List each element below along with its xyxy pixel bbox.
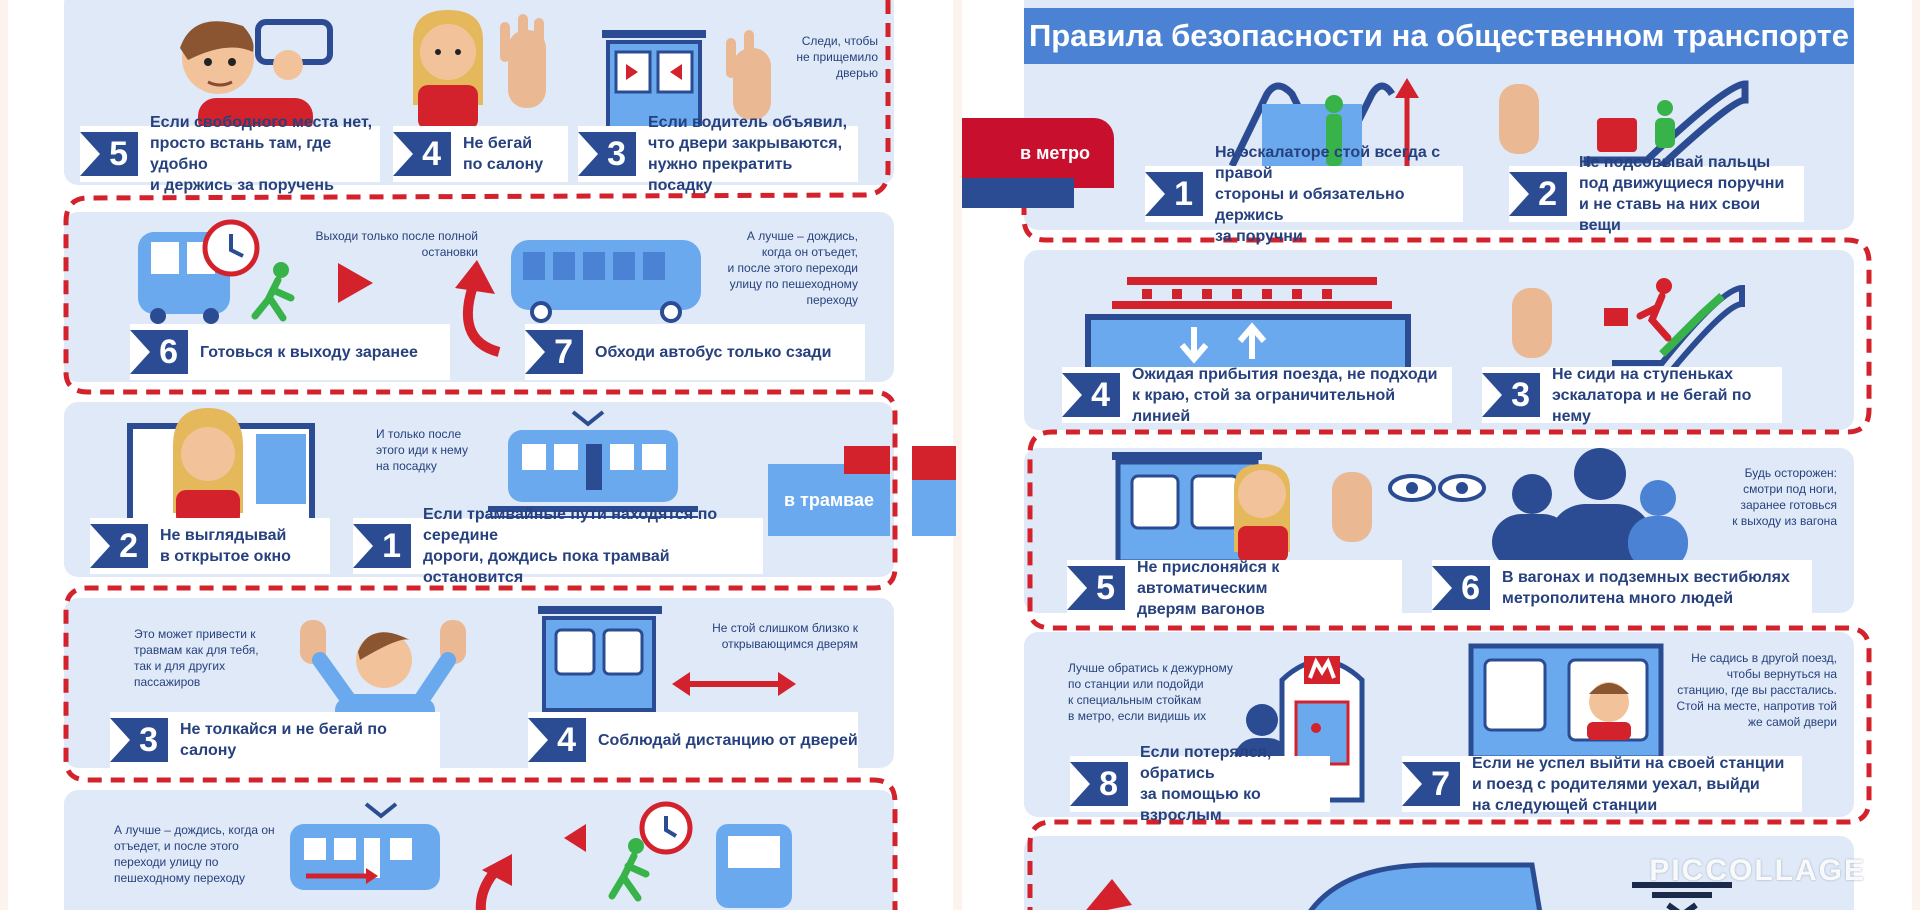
rule-text: Не прислоняйся к автоматическим дверям в…: [1137, 558, 1280, 618]
rule-number-badge: 7: [1402, 762, 1460, 806]
rule-number-badge: 2: [90, 524, 148, 568]
rule-4-bus-no-running: 4 Не бегай по салону: [393, 126, 568, 182]
rule-number-badge: 3: [578, 132, 636, 176]
rule-3-escalator-steps: 3 Не сиди на ступеньках эскалатора и не …: [1482, 366, 1782, 425]
rule-text: Если трамвайные пути находятся по середи…: [423, 506, 718, 586]
note-careful: Будь осторожен: смотри под ноги, заранее…: [1732, 466, 1837, 528]
rule-number-badge: 7: [525, 330, 583, 374]
rule-number-badge: 5: [80, 132, 138, 176]
rule-7-missed-station: 7 Если не успел выйти на своей станции и…: [1402, 755, 1802, 814]
rule-4-keep-distance: 4 Соблюдай дистанцию от дверей: [528, 712, 858, 768]
metro-section-tag: в метро: [962, 118, 1114, 188]
bus-rear-walk-illustration: [455, 240, 701, 357]
rule-text: В вагонах и подземных вестибюлях метропо…: [1502, 569, 1790, 607]
rule-7-walk-behind-bus: 7 Обходи автобус только сзади: [525, 324, 865, 380]
rule-6-prepare-exit: 6 Готовься к выходу заранее: [130, 324, 450, 380]
page-title: Правила безопасности на общественном тра…: [1024, 8, 1854, 64]
rule-text: Если свободного места нет, просто встань…: [150, 114, 373, 194]
note-staff: Лучше обратись к дежурному по станции ил…: [1068, 661, 1233, 723]
rule-number-badge: 6: [130, 330, 188, 374]
rule-number-badge: 5: [1067, 566, 1125, 610]
crowd-eyes-illustration: [1388, 448, 1688, 570]
tram-section-tag: в трамвае: [768, 464, 890, 536]
tram-doors-distance-illustration: [538, 606, 796, 712]
note-distance: Не стой слишком близко к открывающимся д…: [712, 621, 858, 651]
girl-at-window-illustration: [127, 408, 315, 526]
rule-number-badge: 6: [1432, 566, 1490, 610]
rule-5-automatic-doors: 5 Не прислоняйся к автоматическим дверям…: [1067, 559, 1402, 618]
note-wait-tram: А лучше – дождись, когда он отъедет, и п…: [114, 823, 275, 885]
escalator-handrail-illustration: [1499, 80, 1749, 174]
rule-text: Ожидая прибытия поезда, не подходи к кра…: [1132, 365, 1438, 425]
escalator-no-sitting-illustration: [1512, 278, 1745, 372]
rule-text: Если не успел выйти на своей станции и п…: [1472, 754, 1785, 814]
rule-text: Если потерялся, обратись за помощью ко в…: [1140, 744, 1272, 824]
train-doors-girl-illustration: [1112, 452, 1372, 565]
tram-rear-walk-illustration: [290, 801, 792, 910]
rule-text: Обходи автобус только сзади: [595, 343, 832, 361]
bus-doors-illustration: [602, 30, 771, 136]
rule-number-badge: 3: [110, 718, 168, 762]
note-boarding: И только после этого иди к нему на посад…: [376, 427, 469, 473]
rule-2-no-leaning-out: 2 Не выглядывай в открытое окно: [90, 518, 330, 574]
rule-text: Не бегай по салону: [463, 135, 544, 173]
rule-4-platform-edge: 4 Ожидая прибытия поезда, не подходи к к…: [1062, 366, 1452, 425]
note-stay: Не садись в другой поезд, чтобы вернутьс…: [1676, 651, 1837, 729]
boy-in-train-window-illustration: [1468, 643, 1664, 761]
bus-exit-illustration: [138, 219, 373, 324]
rule-2-handrail-fingers: 2 Не подсовывай пальцы под движущиеся по…: [1509, 154, 1804, 234]
rule-5-bus-seat: 5 Если свободного места нет, просто вста…: [80, 114, 380, 194]
panel-connector-blue: [912, 480, 956, 536]
metro-tag-accent: [962, 178, 1074, 208]
rule-8-ask-adults: 8 Если потерялся, обратись за помощью ко…: [1070, 744, 1330, 824]
note-doors: Следи, чтобы не прищемило дверью: [796, 34, 878, 80]
metro-train-bottom-illustration: [1086, 862, 1732, 910]
rule-1-wait-tram-stop: 1 Если трамвайные пути находятся по сере…: [353, 506, 763, 586]
rule-number-badge: 4: [1062, 373, 1120, 417]
right-infographic-panel: Правила безопасности на общественном тра…: [962, 0, 1912, 910]
rule-text: Не выглядывай в открытое окно: [160, 527, 291, 565]
rule-text: Готовься к выходу заранее: [200, 343, 418, 361]
girl-stop-gesture-illustration: [413, 10, 546, 130]
left-infographic-panel: Следи, чтобы не прищемило дверью 5 Если …: [8, 0, 953, 910]
rule-number-badge: 2: [1509, 172, 1567, 216]
panel-connector-red: [912, 446, 956, 480]
note-exit: Выходи только после полной остановки: [315, 229, 478, 259]
rule-text: На эскалаторе стой всегда с правой сторо…: [1215, 143, 1441, 245]
piccollage-watermark: PICCOLLAGE: [1649, 854, 1866, 887]
note-wait-bus: А лучше – дождись, когда он отъедет, и п…: [727, 229, 858, 307]
rule-3-no-pushing: 3 Не толкайся и не бегай по салону: [110, 712, 440, 768]
rule-6-crowds: 6 В вагонах и подземных вестибюлях метро…: [1432, 560, 1812, 616]
rule-text: Не подсовывай пальцы под движущиеся пору…: [1579, 154, 1785, 234]
rule-1-escalator-stand-right: 1 На эскалаторе стой всегда с правой сто…: [1145, 144, 1463, 245]
rule-number-badge: 4: [528, 718, 586, 762]
tram-tag-accent: [844, 446, 890, 474]
rule-text: Не толкайся и не бегай по салону: [180, 721, 387, 759]
rule-text: Соблюдай дистанцию от дверей: [598, 731, 858, 749]
note-injury: Это может привести к травмам как для теб…: [134, 627, 259, 689]
escalator-stand-right-illustration: [1228, 78, 1419, 169]
rule-text: Если водитель объявил, что двери закрыва…: [648, 114, 848, 194]
rule-number-badge: 4: [393, 132, 451, 176]
rule-number-badge: 1: [1145, 172, 1203, 216]
rule-number-badge: 1: [353, 524, 411, 568]
rule-3-bus-doors-closing: 3 Если водитель объявил, что двери закры…: [578, 114, 858, 194]
rule-number-badge: 8: [1070, 762, 1128, 806]
rule-text: Не сиди на ступеньках эскалатора и не бе…: [1552, 365, 1752, 425]
rule-number-badge: 3: [1482, 373, 1540, 417]
